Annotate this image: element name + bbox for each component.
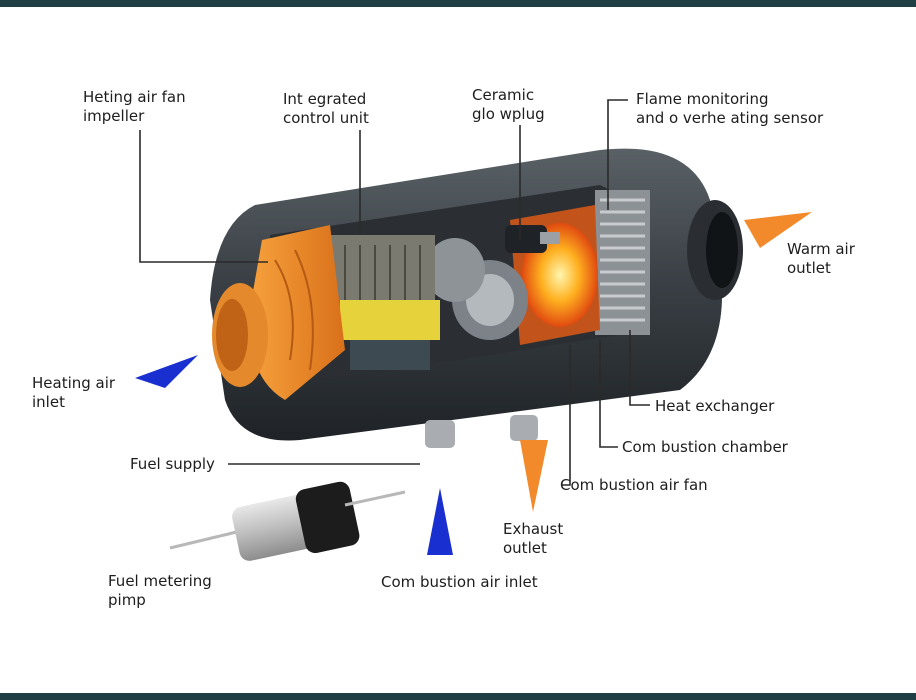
label-warm-outlet-line2: outlet [787, 259, 831, 277]
label-combustion-air-fan: Com bustion air fan [560, 476, 708, 494]
heating-air-inlet-arrow [135, 355, 198, 388]
label-exhaust-line2: outlet [503, 539, 547, 557]
label-heating-fan-line1: Heting air fan [83, 88, 186, 106]
label-fuel-pump-line1: Fuel metering [108, 572, 212, 590]
heating-fan-impeller [212, 225, 345, 400]
label-fuel-pump-line2: pimp [108, 591, 146, 609]
label-heating-inlet-line1: Heating air [32, 374, 116, 392]
label-control-unit-line2: control unit [283, 109, 369, 127]
top-frame-bar [0, 0, 916, 7]
control-unit [330, 235, 440, 370]
label-warm-outlet-line1: Warm air [787, 240, 855, 258]
warm-air-outlet-arrow [744, 212, 812, 248]
label-flame-sensor-line1: Flame monitoring [636, 90, 769, 108]
label-flame-sensor-line2: and o verhe ating sensor [636, 109, 824, 127]
bottom-frame-bar [0, 693, 916, 700]
label-flame-sensor: Flame monitoring and o verhe ating senso… [636, 90, 823, 128]
heater-body [210, 148, 743, 448]
label-exhaust-line1: Exhaust [503, 520, 564, 538]
label-glow-plug-line1: Ceramic [472, 86, 535, 104]
combustion-air-inlet-arrow [427, 488, 453, 555]
exhaust-outlet-arrow [520, 440, 548, 512]
glow-plug [505, 225, 560, 253]
label-exhaust-outlet: Exhaust outlet [503, 520, 563, 558]
bottom-pipes [425, 415, 538, 448]
label-heating-fan-line2: impeller [83, 107, 145, 125]
combustion-air-fan [425, 238, 528, 340]
label-heat-exchanger: Heat exchanger [655, 397, 775, 415]
label-combustion-air-inlet: Com bustion air inlet [381, 573, 538, 591]
label-fuel-metering-pump: Fuel metering pimp [108, 572, 212, 610]
label-heating-air-inlet: Heating air inlet [32, 374, 115, 412]
label-warm-air-outlet: Warm air outlet [787, 240, 855, 278]
heat-exchanger [595, 190, 650, 335]
leader-lines [139, 99, 650, 486]
label-combustion-chamber: Com bustion chamber [622, 438, 788, 456]
label-heating-inlet-line2: inlet [32, 393, 65, 411]
label-glow-plug-line2: glo wplug [472, 105, 545, 123]
label-heating-fan-impeller: Heting air fan impeller [83, 88, 186, 126]
label-control-unit-line1: Int egrated [283, 90, 367, 108]
label-fuel-supply: Fuel supply [130, 455, 215, 473]
label-glow-plug: Ceramic glo wplug [472, 86, 545, 124]
fuel-metering-pump [169, 481, 406, 561]
label-control-unit: Int egrated control unit [283, 90, 369, 128]
